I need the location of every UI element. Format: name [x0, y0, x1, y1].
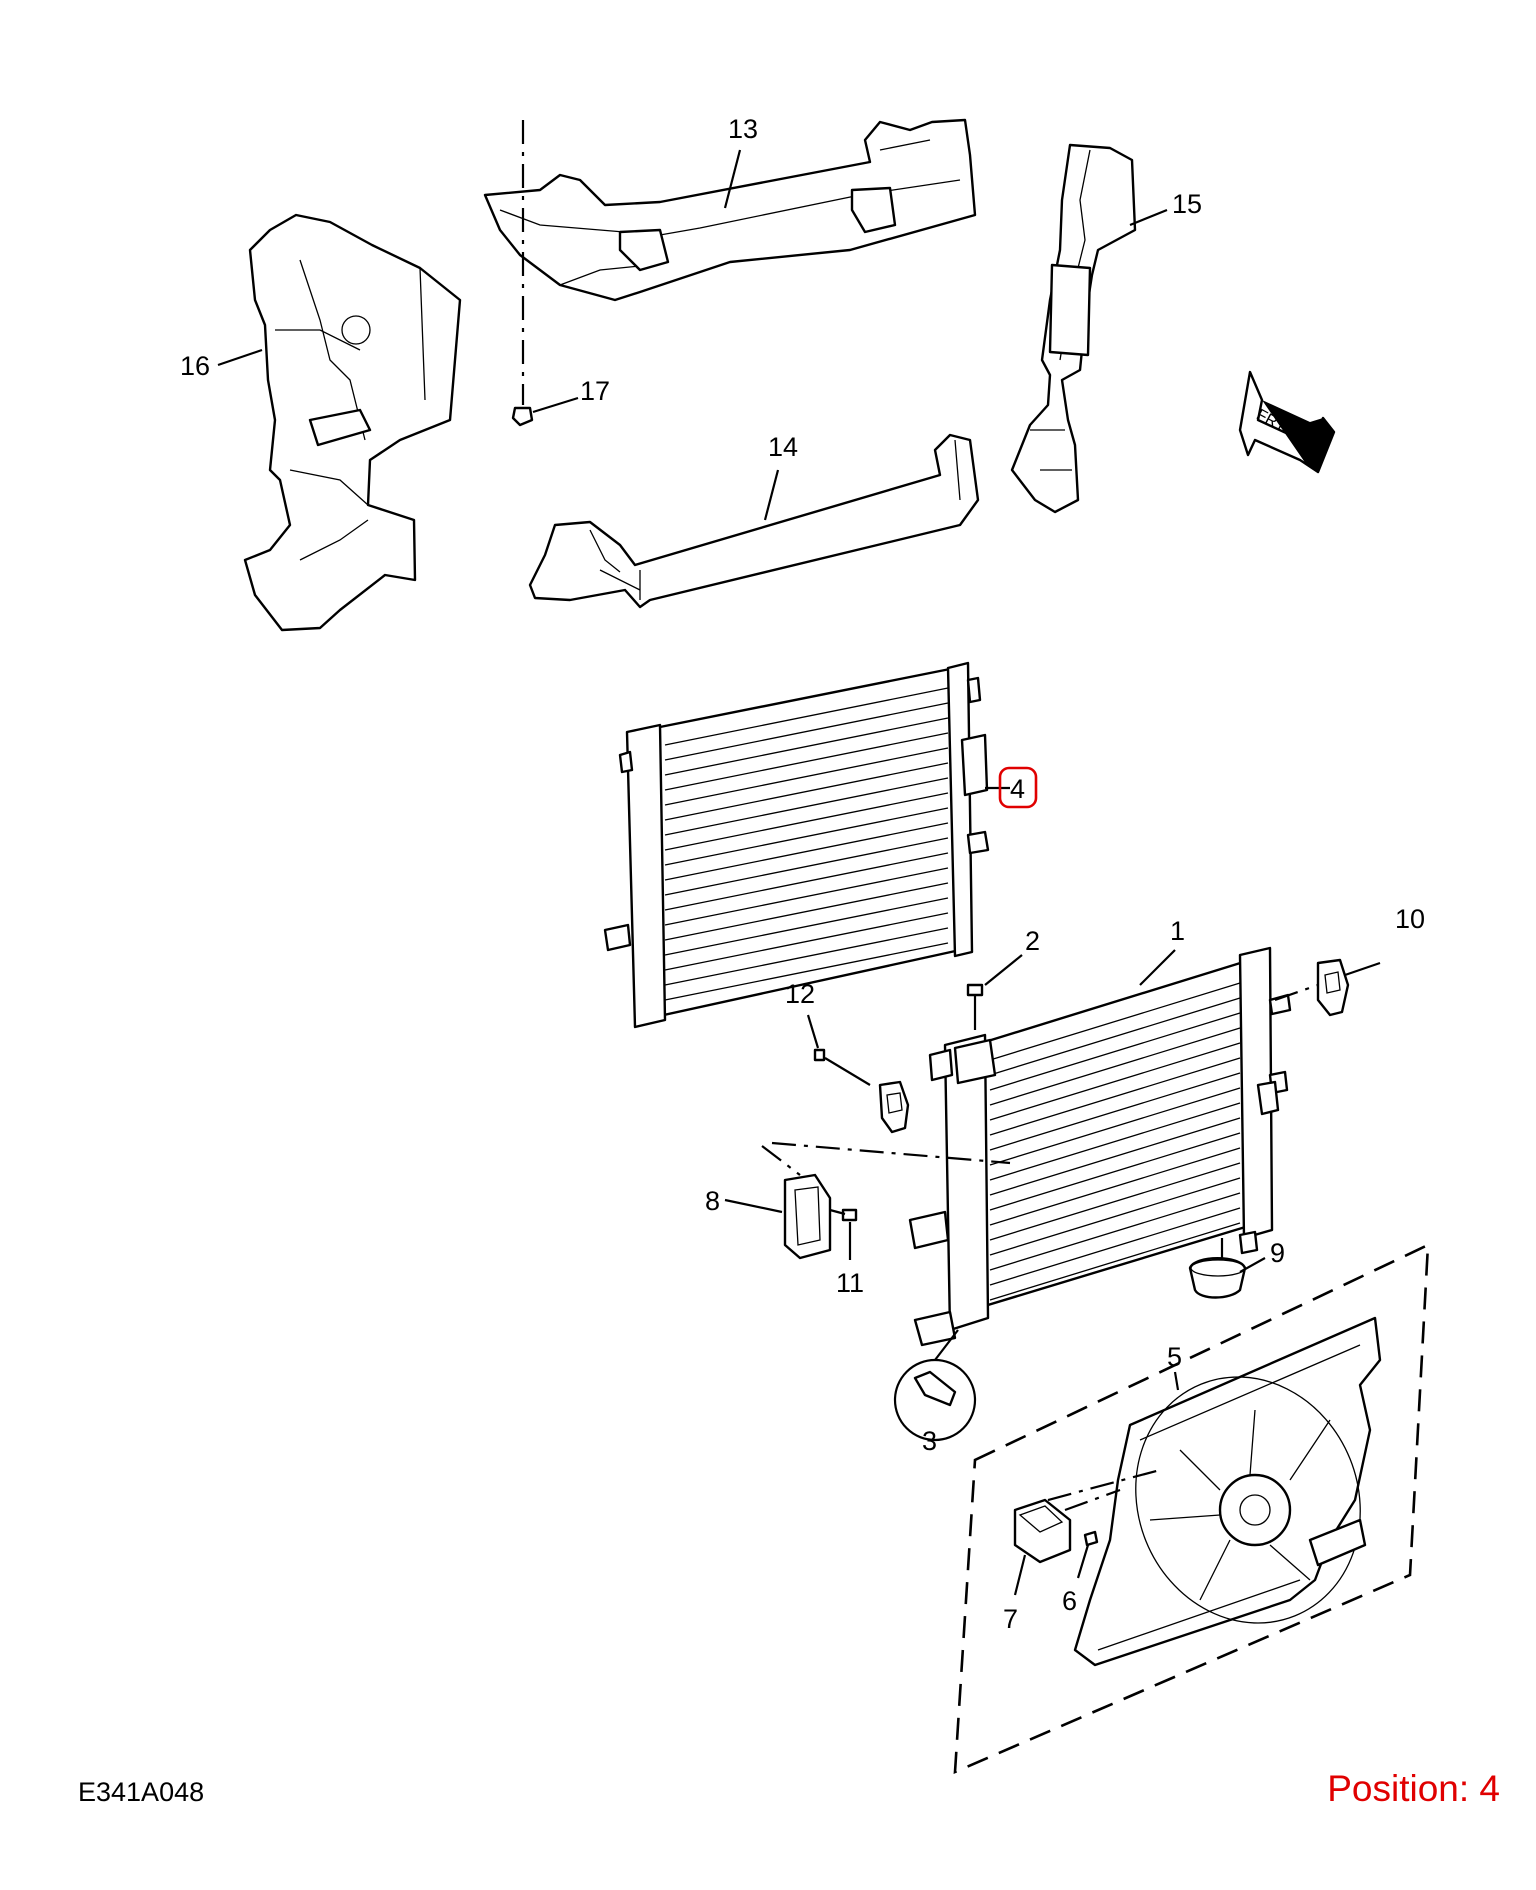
part-10-upper-mount[interactable] [1316, 958, 1350, 1017]
leader-13 [723, 149, 742, 209]
callout-10: 10 [1395, 904, 1425, 934]
callout-1: 1 [1170, 916, 1185, 946]
leader-12 [806, 1014, 820, 1049]
callout-5: 5 [1167, 1342, 1182, 1372]
part-9-lower-mount[interactable] [1188, 1238, 1247, 1299]
leader-1 [1139, 949, 1176, 986]
part-12-upper-mount[interactable] [813, 1048, 910, 1134]
callout-12: 12 [785, 979, 815, 1009]
part-13-upper-deflector[interactable] [483, 118, 977, 302]
alignment-line-7 [1047, 1468, 1161, 1502]
callout-6: 6 [1062, 1586, 1077, 1616]
callout-16: 16 [180, 351, 210, 381]
part-5-fan-shroud[interactable] [1073, 1316, 1397, 1667]
callout-4-highlight [998, 766, 1038, 809]
fan-assembly-group-boundary [953, 1242, 1430, 1775]
callout-11: 11 [836, 1268, 864, 1298]
part-4-condenser[interactable] [603, 661, 990, 1029]
leader-12b [824, 1057, 871, 1086]
callout-13: 13 [728, 114, 758, 144]
callout-7: 7 [1003, 1604, 1018, 1634]
leader-14 [763, 469, 780, 521]
alignment-line-8b [761, 1145, 801, 1176]
callout-9: 9 [1270, 1238, 1285, 1268]
front-direction-arrow: FRT [1238, 370, 1336, 474]
part-17-clip[interactable] [511, 406, 534, 427]
callout-14: 14 [768, 432, 798, 462]
callout-2: 2 [1025, 926, 1040, 956]
callout-15: 15 [1172, 189, 1202, 219]
callout-3: 3 [922, 1426, 937, 1456]
part-14-lower-deflector[interactable] [528, 433, 980, 609]
leader-8 [724, 1198, 783, 1214]
part-2-bolt[interactable] [966, 983, 984, 1030]
part-6-screw[interactable] [1083, 1530, 1099, 1547]
alignment-line-7b [1064, 1488, 1121, 1512]
alignment-line-8 [771, 1141, 1011, 1165]
part-7-control-module[interactable] [1013, 1498, 1072, 1564]
leader-15 [1129, 208, 1168, 227]
callout-8: 8 [705, 1186, 720, 1216]
part-16-left-deflector[interactable] [243, 213, 462, 632]
leader-11b [829, 1208, 846, 1216]
position-indicator: Position: 4 [1327, 1768, 1500, 1809]
leader-17 [532, 396, 579, 414]
alignment-line-10 [1274, 983, 1319, 1002]
part-3-sensor[interactable] [893, 1329, 977, 1442]
leader-10 [1344, 961, 1381, 977]
diagram-code: E341A048 [78, 1777, 205, 1807]
part-8-bracket[interactable] [783, 1173, 832, 1260]
part-15-right-deflector[interactable] [1010, 143, 1137, 514]
leader-7 [1013, 1554, 1027, 1596]
leader-9 [1239, 1257, 1266, 1273]
leader-6 [1076, 1544, 1090, 1579]
part-1-radiator[interactable] [908, 946, 1292, 1347]
callout-17: 17 [580, 376, 610, 406]
callout-4: 4 [1010, 774, 1025, 804]
leader-16 [217, 348, 263, 367]
part-11-screw[interactable] [841, 1208, 858, 1222]
leader-5 [1173, 1371, 1180, 1391]
leader-2 [984, 954, 1023, 986]
